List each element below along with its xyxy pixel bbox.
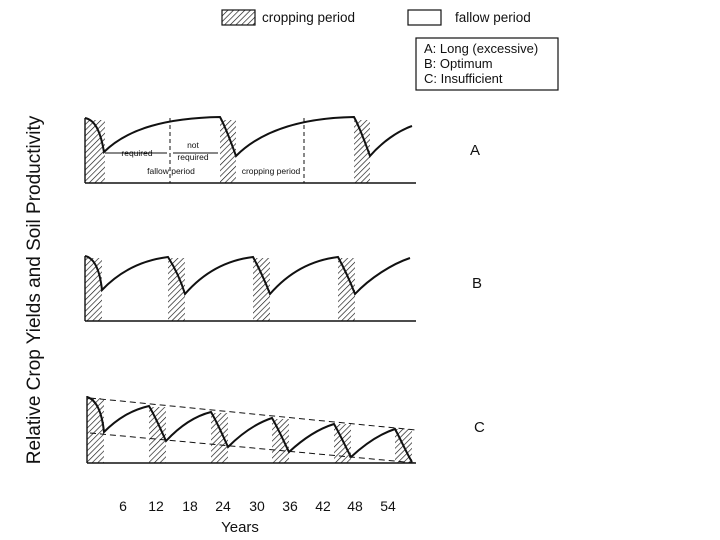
key-line-c: C: Insufficient [424,71,503,86]
not-required-label-line2: required [177,152,208,162]
fallow-swatch [407,9,442,26]
productivity-curve-b [84,255,411,297]
panel-a: required not required fallow period crop… [84,115,480,184]
x-tick-36: 36 [282,498,298,514]
crop-hatch-b4 [338,258,355,321]
x-tick-42: 42 [315,498,331,514]
panel-b: B [84,255,482,322]
crop-hatch-c2 [149,407,166,463]
crop-hatch-a2 [220,120,236,183]
lower-trend-line [89,432,417,464]
x-tick-24: 24 [215,498,231,514]
x-tick-30: 30 [249,498,265,514]
not-required-label-line1: not [187,140,199,150]
legend: cropping period fallow period [221,9,531,26]
required-label: required [121,148,152,158]
row-label-b: B [472,275,482,292]
crop-hatch-b2 [168,258,185,321]
x-axis-title: Years [221,519,259,536]
crop-hatch-b3 [253,258,270,321]
upper-trend-line [89,397,417,431]
cropping-period-label: cropping period [242,166,301,176]
crop-hatch-c1 [87,398,104,463]
productivity-curve-a [84,115,413,158]
cropping-swatch [221,9,256,26]
y-axis-label: Relative Crop Yields and Soil Productivi… [24,115,45,464]
key-box: A: Long (excessive) B: Optimum C: Insuff… [415,37,559,91]
x-tick-54: 54 [380,498,396,514]
row-label-a: A [470,142,480,159]
panel-c: C [86,396,485,464]
cropping-legend-label: cropping period [262,10,355,25]
crop-hatch-b1 [85,258,102,321]
key-line-a: A: Long (excessive) [424,41,538,56]
x-tick-18: 18 [182,498,198,514]
x-axis: 6 12 18 24 30 36 42 48 54 Years [119,498,396,536]
x-tick-48: 48 [347,498,363,514]
crop-hatch-c3 [211,413,228,463]
crop-hatch-a1 [85,120,105,183]
row-label-c: C [474,419,485,436]
fallow-period-label: fallow period [147,166,195,176]
key-line-b: B: Optimum [424,56,493,71]
key-border [415,37,559,91]
crop-hatch-c4 [272,419,289,463]
x-tick-6: 6 [119,498,127,514]
fallow-legend-label: fallow period [455,10,531,25]
crop-hatch-a3 [354,120,370,183]
productivity-curve-c [86,396,413,463]
x-tick-12: 12 [148,498,164,514]
